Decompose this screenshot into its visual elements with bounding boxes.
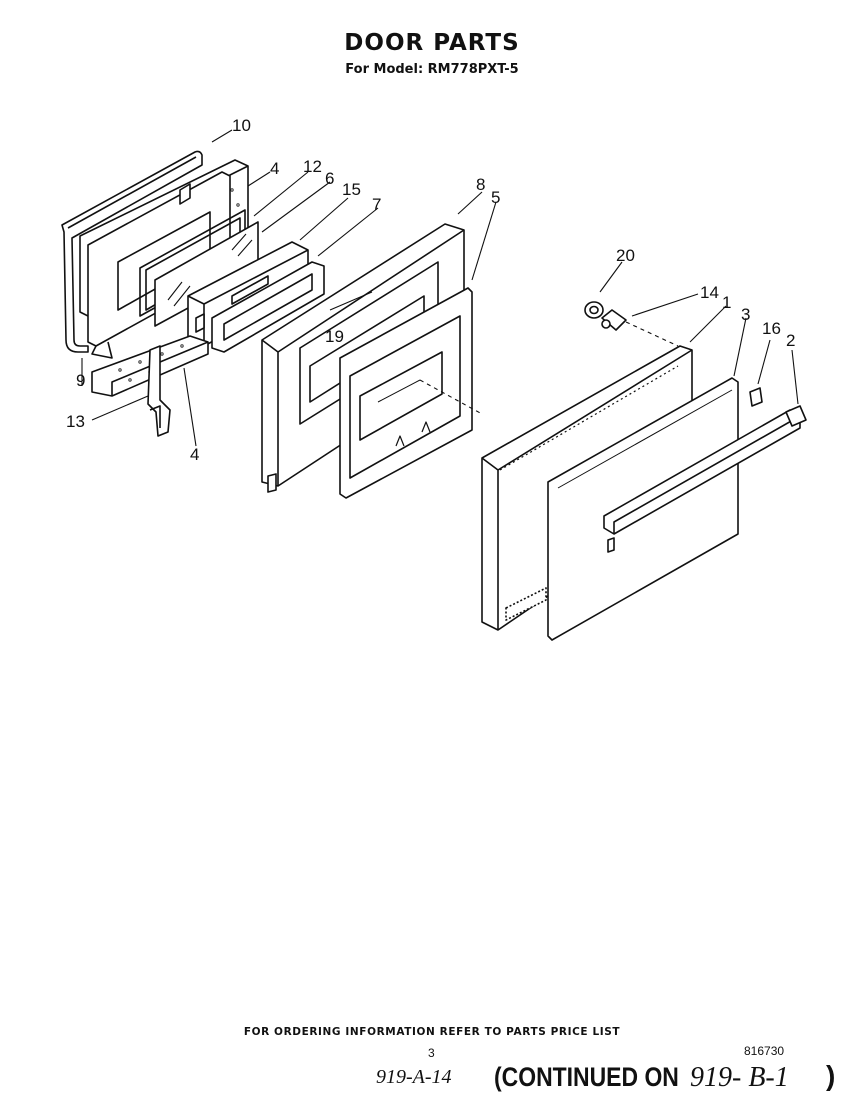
callout-15: 15 — [342, 180, 361, 199]
continued-reference: 919- B-1 — [690, 1062, 789, 1093]
screw-part — [584, 301, 604, 319]
callout-8: 8 — [476, 175, 485, 194]
callout-4-lower: 4 — [190, 445, 199, 464]
document-number: 816730 — [744, 1044, 785, 1058]
leader-lines — [81, 129, 799, 447]
clip-part — [601, 309, 627, 331]
model-subtitle: For Model: RM778PXT-5 — [345, 62, 519, 77]
callout-19: 19 — [325, 327, 344, 346]
door-liner-panel-part — [339, 287, 473, 499]
callout-10: 10 — [232, 116, 251, 135]
page-title: DOOR PARTS — [344, 30, 520, 56]
leader-19 — [329, 291, 373, 311]
callout-20: 20 — [616, 246, 635, 265]
callout-6: 6 — [325, 169, 334, 188]
hinge-part — [147, 345, 171, 437]
callout-9: 9 — [76, 371, 85, 390]
ordering-note: FOR ORDERING INFORMATION REFER TO PARTS … — [243, 1026, 621, 1038]
trim-strip-part — [785, 405, 807, 427]
callout-4-upper: 4 — [270, 159, 279, 178]
callout-16: 16 — [762, 319, 781, 338]
door-gasket-part — [61, 150, 203, 353]
exploded-door-diagram: 10 4 12 6 15 7 8 5 20 14 1 3 16 2 19 9 1… — [61, 116, 807, 641]
callout-12: 12 — [303, 157, 322, 176]
handle-end-cap-part — [749, 387, 763, 407]
continued-label: (CONTINUED ON — [494, 1062, 679, 1092]
callout-2: 2 — [786, 331, 795, 350]
page-number: 3 — [428, 1046, 435, 1060]
callout-5: 5 — [491, 188, 500, 207]
callout-13: 13 — [66, 412, 85, 431]
callout-7: 7 — [372, 195, 381, 214]
handwritten-reference: 919-A-14 — [376, 1066, 452, 1088]
callout-14: 14 — [700, 283, 719, 302]
window-frame-part — [211, 261, 325, 353]
callout-1: 1 — [722, 293, 731, 312]
continued-close-paren: ) — [826, 1060, 836, 1091]
callout-3: 3 — [741, 305, 750, 324]
assembly-guide-lines — [419, 321, 679, 415]
